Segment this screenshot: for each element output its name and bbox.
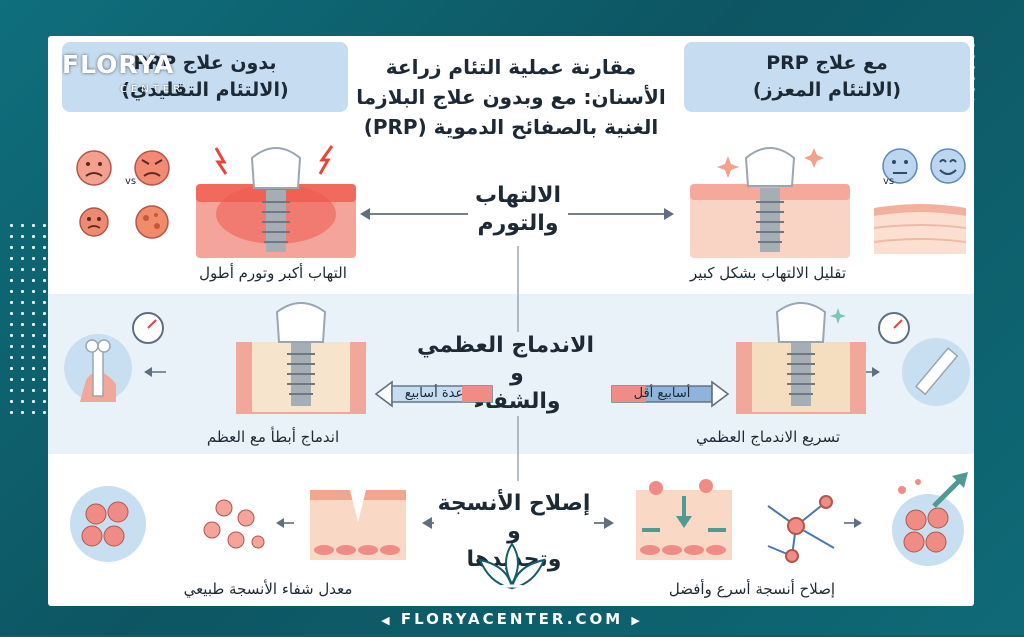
footer-left-arrow-icon: ◀ (381, 614, 393, 627)
vs-label-left: vs (125, 176, 137, 187)
bacteria-icon (135, 205, 169, 239)
slow-bone-icon (64, 334, 132, 402)
with-prp-title: مع علاج PRP (766, 52, 888, 74)
bone-title-line1: الاندماج العظمي (417, 333, 594, 358)
brand-logo-sub: CENTER (120, 84, 185, 95)
with-prp-subtitle: (الالتئام المعزز) (752, 79, 902, 101)
inflammation-row-title: الالتهاب والتورم (468, 182, 568, 238)
footer-url: FLORYACENTER.COM (400, 610, 624, 628)
row1-illustrations (76, 145, 967, 258)
tissue-title-line2: و (507, 519, 521, 544)
tissue-left-caption: معدل شفاء الأنسجة طبيعي (183, 580, 353, 598)
tissue-title-line1: إصلاح الأنسجة (437, 491, 591, 516)
bone-title-line2: و (510, 361, 524, 386)
inflammation-title-line2: والتورم (477, 211, 559, 236)
footer-right-arrow-icon: ▶ (631, 614, 643, 627)
bone-right-caption: تسريع الاندماج العظمي (695, 428, 841, 446)
decorative-dots-left (6, 220, 46, 420)
germ-icon (79, 207, 109, 237)
infographic-card: بدون علاج PRP (الالتئام التقليدي) مع علا… (48, 36, 974, 606)
without-prp-subtitle: (الالتئام التقليدي) (121, 79, 289, 101)
slow-bar-label: عدة أسابيع (404, 386, 464, 401)
footer-website: ◀ FLORYACENTER.COM ▶ (0, 603, 1024, 635)
row2-illustrations (64, 302, 970, 414)
vs-label-right: vs (883, 176, 895, 187)
cell-network-icon (767, 495, 835, 563)
gauge-icon (132, 312, 164, 344)
page-title: مقارنة عملية التئام زراعة الأسنان: مع وب… (356, 55, 666, 139)
inflammation-title-line1: الالتهاب (474, 183, 562, 208)
smile-face-icon (930, 148, 966, 184)
tissue-right-caption: إصلاح أنسجة أسرع وأفضل (668, 580, 836, 598)
fast-bar-label: أسابيع أقل (633, 386, 691, 401)
fast-healing-cells-icon (892, 472, 968, 566)
row3-illustrations (70, 472, 968, 566)
healthy-tissue-layers-icon (873, 204, 967, 254)
wounded-tissue-icon (310, 490, 406, 560)
without-prp-title: بدون علاج PRP (133, 52, 277, 74)
inflammation-right-caption: تقليل الالتهاب بشكل كبير (689, 264, 846, 282)
inflamed-gum-implant-illustration (196, 145, 356, 258)
tissue-repair-icon (636, 479, 732, 560)
fast-progress-bar-icon (611, 380, 730, 408)
brand-logo: FLORYA (62, 50, 175, 79)
angry-face-icon (134, 150, 170, 186)
lotus-logo-icon (478, 542, 546, 592)
sad-face-icon (76, 150, 112, 186)
gauge-icon-right (878, 312, 910, 344)
neutral-face-icon (882, 148, 918, 184)
without-prp-header: بدون علاج PRP (الالتئام التقليدي) (62, 42, 348, 112)
inflammation-left-caption: التهاب أكبر وتورم أطول (199, 264, 347, 282)
scattered-cells-icon (203, 499, 265, 549)
fast-osseointegration-illustration (736, 302, 866, 414)
normal-cells-circle-icon (70, 486, 146, 562)
slow-osseointegration-illustration (236, 302, 366, 414)
calm-gum-implant-illustration (690, 147, 850, 258)
with-prp-header: مع علاج PRP (الالتئام المعزز) (684, 42, 970, 112)
bone-left-caption: اندماج أبطأ مع العظم (206, 428, 340, 446)
slow-progress-bar-icon (374, 380, 493, 408)
fast-bone-icon (902, 338, 970, 406)
